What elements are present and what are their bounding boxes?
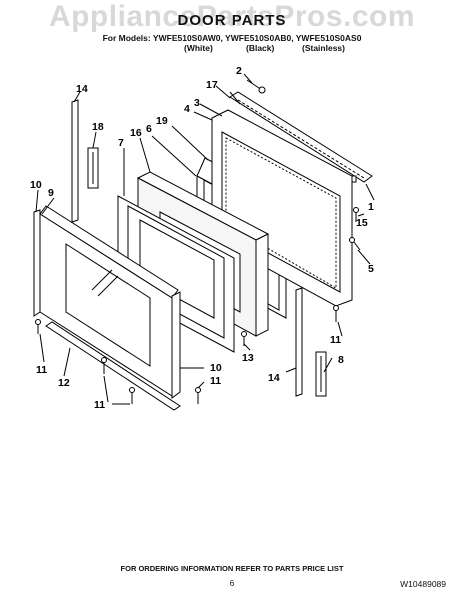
variant-black: (Black) [246,43,275,53]
models-line: For Models: YWFE510S0AW0, YWFE510S0AB0, … [102,33,362,43]
part-12-bottom-trim [45,321,181,411]
callout-6: 6 [146,123,152,135]
variant-white: (White) [184,43,213,53]
callout-18: 18 [92,121,104,133]
callout-11-left: 11 [36,364,47,376]
callout-11-bottom: 11 [94,399,105,411]
callout-14-top: 14 [76,83,88,95]
page-title: DOOR PARTS [177,12,287,29]
screws [35,91,361,404]
part-2-screw [246,79,266,94]
variant-stainless: (Stainless) [302,43,345,53]
callout-8: 8 [338,354,344,366]
ordering-note: FOR ORDERING INFORMATION REFER TO PARTS … [120,564,344,573]
callout-labels: 1 2 3 4 5 6 7 8 9 10 10 11 11 11 11 12 1… [30,65,374,411]
callout-11-right: 11 [210,375,221,387]
part-10-side-trim [33,209,181,399]
document-number: W10489089 [400,579,446,589]
callout-11-far-right: 11 [330,334,341,346]
callout-4: 4 [184,103,190,115]
leader-lines [35,73,375,405]
part-14-hinge-channel [71,99,303,397]
callout-5: 5 [368,263,374,275]
callout-15: 15 [356,217,368,229]
part-9-outer-door [39,205,179,397]
callout-17: 17 [206,79,218,91]
callout-3: 3 [194,97,200,109]
callout-2: 2 [236,65,242,77]
callout-16: 16 [130,127,142,139]
callout-1: 1 [368,201,374,213]
part-8-hinge [315,351,327,397]
callout-12: 12 [58,377,70,389]
callout-10-bottom: 10 [210,362,222,374]
page-number: 6 [229,579,235,588]
callout-7: 7 [118,137,124,149]
callout-9: 9 [48,187,54,199]
watermark: AppliancePartsPros.com [48,0,416,33]
part-18-hinge [87,147,99,189]
callout-19: 19 [156,115,168,127]
callout-13: 13 [242,352,254,364]
callout-10-left: 10 [30,179,42,191]
callout-14-bottom: 14 [268,372,280,384]
